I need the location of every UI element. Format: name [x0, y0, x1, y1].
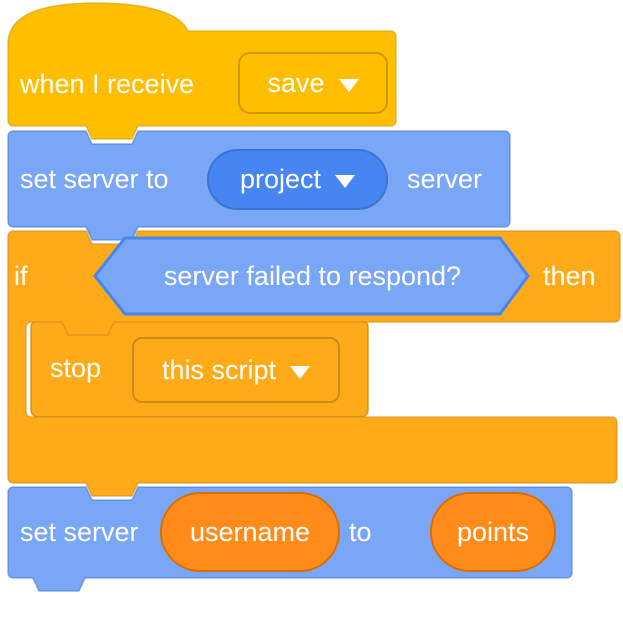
then-label: then	[543, 261, 596, 291]
server-dropdown-value: project	[239, 164, 322, 194]
set-server-to-label: set server to	[20, 163, 169, 194]
when-i-receive-hat-block[interactable]	[7, 2, 397, 140]
dropdown-caret-icon	[335, 175, 356, 188]
username-reporter-block[interactable]: username	[160, 492, 340, 572]
if-label: if	[14, 261, 28, 291]
condition-label: server failed to respond?	[163, 260, 462, 291]
when-i-receive-label: when I receive	[20, 68, 195, 99]
dropdown-caret-icon	[338, 78, 359, 92]
server-dropdown[interactable]: project	[207, 149, 388, 210]
stop-option-dropdown-value: this script	[161, 354, 277, 385]
broadcast-dropdown-value: save	[267, 67, 325, 98]
server-failed-boolean-block[interactable]	[93, 236, 530, 316]
broadcast-dropdown[interactable]: save	[238, 52, 388, 114]
points-reporter-label: points	[456, 516, 530, 547]
points-reporter-block[interactable]: points	[430, 492, 556, 572]
stop-option-dropdown[interactable]: this script	[132, 337, 340, 403]
username-reporter-label: username	[189, 516, 311, 547]
to-label: to	[349, 517, 372, 547]
dropdown-caret-icon	[290, 365, 311, 379]
set-server-arg-label: set server	[20, 517, 139, 547]
stop-label: stop	[50, 353, 102, 383]
server-suffix-label: server	[407, 163, 483, 194]
